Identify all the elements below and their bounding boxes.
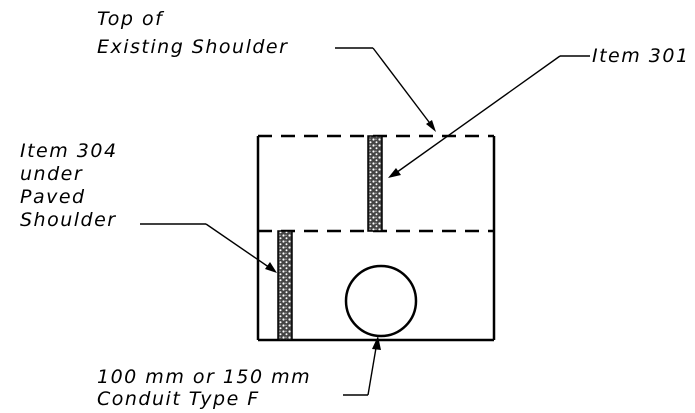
item-304-label-line2: under	[20, 163, 83, 185]
top-shoulder-leader	[335, 47, 436, 132]
conduit-circle	[344, 264, 418, 338]
top-shoulder-label-line1: Top of	[97, 8, 165, 30]
item-304-leader	[140, 223, 277, 273]
item-304-strip	[277, 230, 293, 341]
conduit-label-line1: 100 mm or 150 mm	[97, 366, 311, 388]
item-304-label-line1: Item 304	[20, 140, 118, 162]
conduit-label-line2: Conduit Type F	[97, 388, 260, 410]
item-301-label: Item 301	[592, 45, 690, 67]
trench-outline	[256, 136, 496, 342]
item-301-leader	[388, 55, 590, 178]
item-304-label-line4: Shoulder	[20, 209, 117, 231]
conduit-leader	[343, 336, 381, 396]
item-301-strip	[367, 135, 383, 232]
top-shoulder-label-line2: Existing Shoulder	[97, 36, 288, 58]
item-304-label-line3: Paved	[20, 186, 86, 208]
